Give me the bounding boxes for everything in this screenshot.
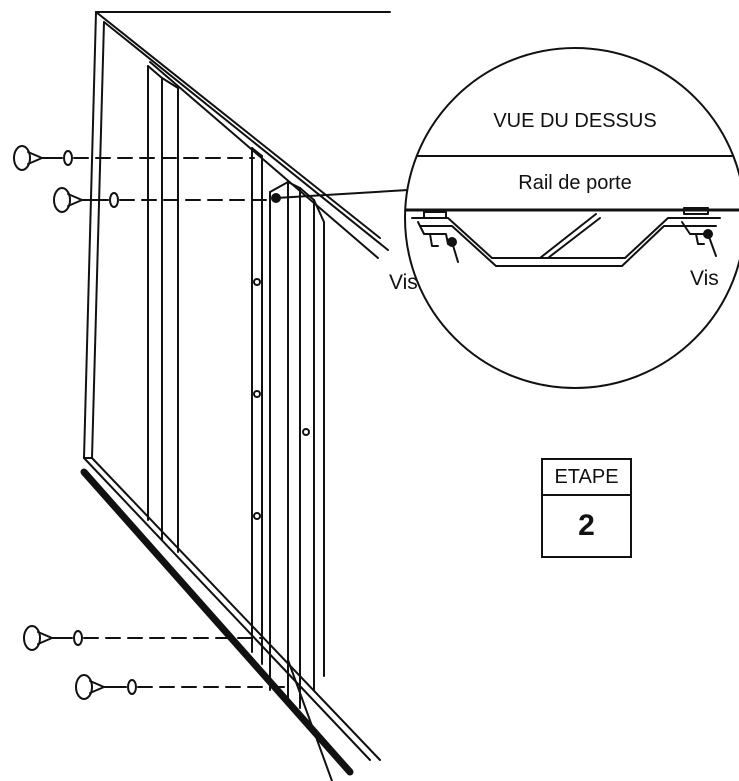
screw-guides (73, 157, 285, 688)
screw-icon (13, 145, 73, 171)
left-clip (417, 221, 449, 247)
screw-icon (53, 187, 119, 213)
wall-left-edge (83, 11, 97, 459)
rail-label: Rail de porte (518, 172, 632, 194)
door-panel (269, 181, 325, 709)
floor-rail (80, 457, 381, 781)
top-view-inset (404, 47, 739, 389)
stud-left (147, 65, 179, 553)
door-jamb (251, 147, 263, 665)
step-title: ETAPE (543, 460, 630, 496)
header-beam (95, 11, 389, 259)
screw-label-right: Vis (690, 267, 719, 290)
screw-icon (23, 625, 83, 651)
screw-label-left: Vis (389, 271, 418, 294)
inset-title: VUE DU DESSUS (493, 110, 657, 132)
inset-leader-line (275, 189, 409, 199)
step-box: ETAPE 2 (541, 458, 632, 558)
wall-left-edge-inner (91, 21, 105, 459)
screw-icon (75, 674, 137, 700)
step-number: 2 (578, 509, 595, 542)
